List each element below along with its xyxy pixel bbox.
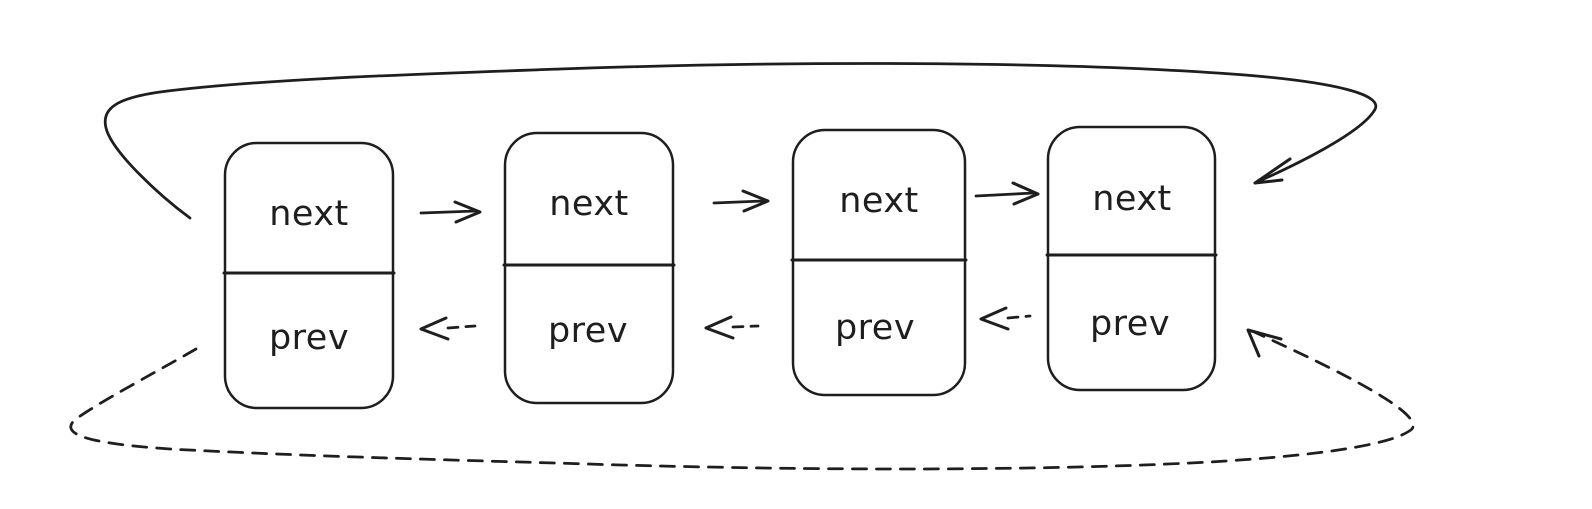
next-arrow-shaft	[974, 191, 1036, 198]
node-box	[503, 131, 675, 405]
next-pointer-label: next	[1092, 179, 1172, 219]
next-pointer-label: next	[839, 181, 919, 221]
node-1: next prev	[222, 141, 396, 410]
right-arrowhead-icon	[741, 189, 770, 213]
prev-pointer-label: prev	[269, 318, 349, 358]
wrap-next-curve	[103, 62, 1378, 220]
next-arrow-shaft	[712, 199, 766, 205]
left-arrowhead-icon	[704, 315, 735, 340]
node-4: next prev	[1045, 125, 1218, 392]
prev-arrow-shaft	[446, 324, 477, 330]
node-box	[791, 128, 967, 397]
prev-pointer-label: prev	[1090, 304, 1170, 344]
next-pointer-label: next	[549, 184, 629, 224]
prev-pointer-label: prev	[835, 308, 915, 348]
next-arrow-1	[419, 200, 482, 224]
node-3: next prev	[790, 128, 968, 397]
left-arrowhead-icon	[419, 316, 450, 341]
wrap-prev-curve	[69, 328, 1415, 471]
left-arrowhead-icon	[979, 306, 1010, 331]
node-box	[223, 141, 395, 410]
prev-arrow-1	[419, 316, 477, 341]
wrap-next-curve-line	[103, 62, 1378, 220]
next-arrow-2	[712, 189, 770, 213]
next-arrow-shaft	[419, 209, 478, 215]
next-pointer-label: next	[269, 194, 349, 234]
right-arrowhead-icon	[1011, 181, 1040, 206]
wrap-prev-curve-line	[69, 329, 1415, 471]
prev-arrow-shaft	[731, 324, 760, 329]
wrap-prev-arrowhead-icon	[1246, 328, 1283, 358]
right-arrowhead-icon	[453, 200, 482, 224]
node-box	[1046, 125, 1217, 392]
prev-arrow-3	[979, 306, 1032, 331]
next-arrow-3	[974, 181, 1040, 206]
prev-arrow-shaft	[1006, 314, 1032, 320]
node-2: next prev	[502, 131, 676, 405]
prev-arrow-2	[704, 315, 760, 340]
wrap-next-arrowhead-icon	[1253, 157, 1292, 185]
prev-pointer-label: prev	[548, 311, 628, 351]
